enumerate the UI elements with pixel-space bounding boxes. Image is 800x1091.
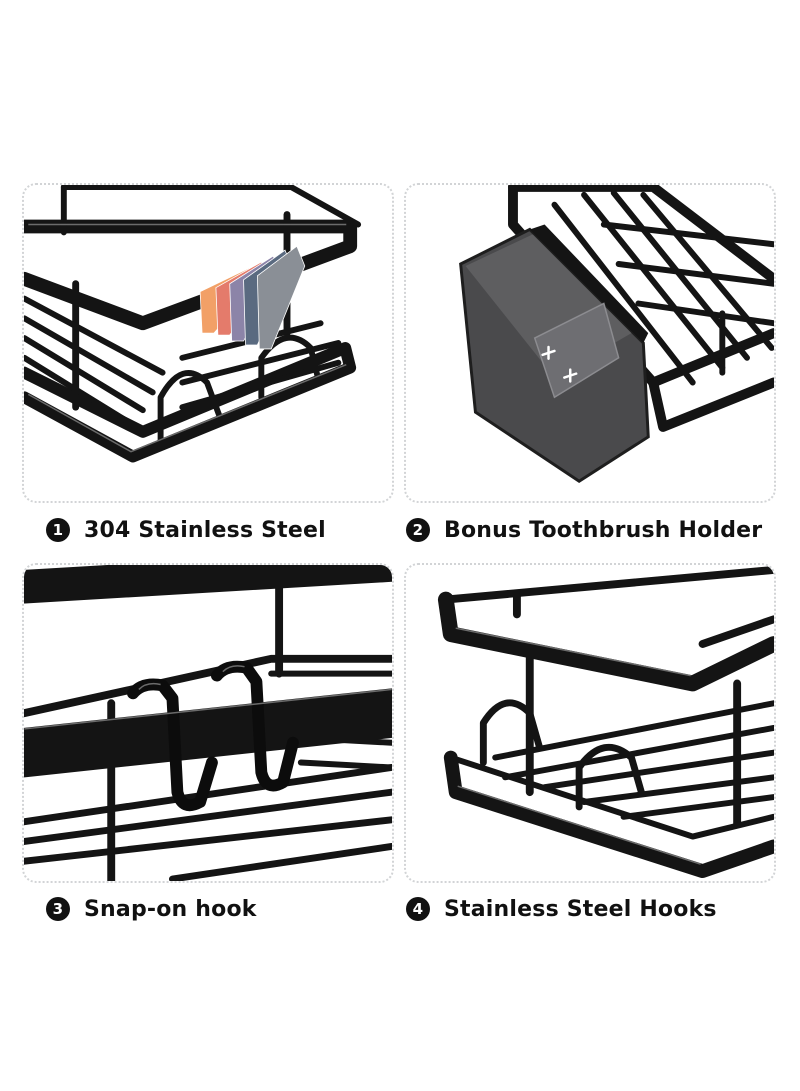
number-badge: 2 [406, 518, 430, 542]
stainless-hooks-illustration [437, 565, 774, 879]
feature-panel-toothbrush-holder [404, 183, 776, 503]
rack-swatch-illustration [24, 185, 362, 463]
feature-caption-1: 1 304 Stainless Steel [46, 513, 326, 547]
feature-panel-snap-on-hook [22, 563, 394, 883]
snap-on-hook-illustration [24, 565, 392, 881]
feature-label: 304 Stainless Steel [84, 517, 326, 543]
feature-caption-2: 2 Bonus Toothbrush Holder [406, 513, 762, 547]
number-badge: 3 [46, 897, 70, 921]
feature-caption-4: 4 Stainless Steel Hooks [406, 892, 717, 926]
number-badge: 1 [46, 518, 70, 542]
feature-caption-3: 3 Snap-on hook [46, 892, 257, 926]
number-badge: 4 [406, 897, 430, 921]
feature-label: Snap-on hook [84, 896, 257, 922]
toothbrush-holder-illustration [459, 185, 774, 484]
feature-label: Stainless Steel Hooks [444, 896, 717, 922]
feature-label: Bonus Toothbrush Holder [444, 517, 763, 543]
feature-panel-stainless-hooks [404, 563, 776, 883]
feature-panel-stainless-steel [22, 183, 394, 503]
